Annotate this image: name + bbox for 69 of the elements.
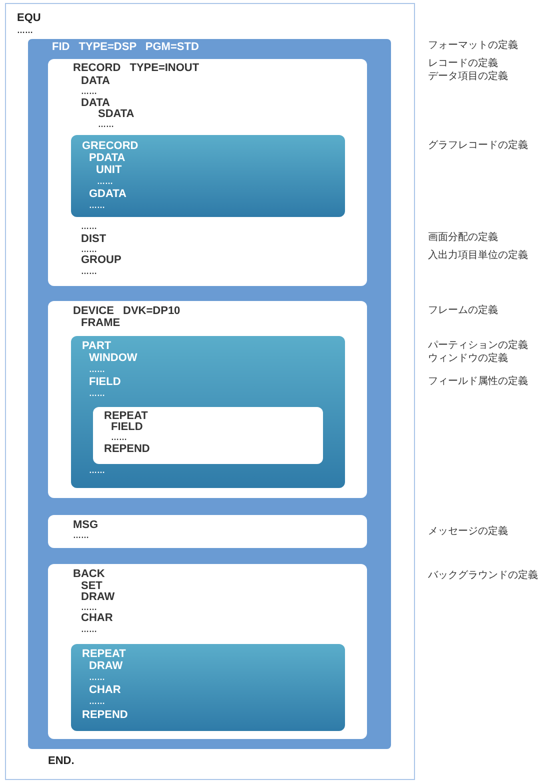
ellipsis-text: …… [89, 467, 105, 475]
repeat-block [71, 336, 345, 488]
description-text: フィールド属性の定義 [428, 377, 528, 387]
keyword-text: EQU [17, 13, 41, 24]
ellipsis-text: …… [89, 366, 105, 374]
keyword-text: END. [48, 756, 74, 767]
keyword-text: FIELD [89, 377, 121, 388]
ellipsis-text: …… [89, 698, 105, 706]
keyword-text: REPEND [104, 444, 150, 455]
keyword-text: GROUP [81, 255, 122, 266]
ellipsis-text: …… [89, 674, 105, 682]
ellipsis-text: …… [98, 121, 114, 129]
keyword-text: GDATA [89, 189, 126, 200]
description-text: フォーマットの定義 [428, 41, 518, 51]
ellipsis-text: …… [111, 434, 127, 442]
keyword-text: SDATA [98, 109, 134, 120]
format-panel [28, 39, 391, 749]
keyword-text: RECORD TYPE=INOUT [73, 63, 200, 74]
description-text: 入出力項目単位の定義 [428, 251, 528, 261]
description-text: メッセージの定義 [428, 527, 508, 537]
ellipsis-text: …… [73, 532, 89, 540]
ellipsis-text: …… [89, 202, 105, 210]
keyword-text: FID TYPE=DSP PGM=STD [52, 42, 199, 53]
ellipsis-text: …… [81, 626, 97, 634]
keyword-text: WINDOW [89, 353, 138, 364]
keyword-text: DATA [81, 98, 110, 109]
keyword-text: PART [82, 341, 112, 352]
keyword-text: DIST [81, 234, 106, 245]
ellipsis-text: …… [89, 390, 105, 398]
ellipsis-text: …… [81, 268, 97, 276]
definition-box [48, 301, 367, 498]
ellipsis-text: …… [81, 223, 97, 231]
definition-box [48, 59, 367, 286]
keyword-text: GRECORD [82, 141, 138, 152]
ellipsis-text: …… [81, 88, 97, 96]
ellipsis-text: …… [81, 246, 97, 254]
keyword-text: REPEAT [104, 411, 148, 422]
definition-box [48, 515, 367, 548]
keyword-text: DATA [81, 76, 110, 87]
keyword-text: BACK [73, 569, 105, 580]
description-text: フレームの定義 [428, 306, 498, 316]
ellipsis-text: …… [17, 27, 33, 35]
description-text: ウィンドウの定義 [428, 354, 508, 364]
outer-frame [5, 3, 415, 780]
repeat-block [71, 135, 345, 217]
ellipsis-text: …… [81, 604, 97, 612]
keyword-text: PDATA [89, 153, 126, 164]
keyword-text: SET [81, 581, 102, 592]
description-text: グラフレコードの定義 [428, 141, 528, 151]
description-text: パーティションの定義 [428, 341, 528, 351]
keyword-text: FIELD [111, 422, 143, 433]
description-text: データ項目の定義 [428, 72, 508, 82]
keyword-text: DRAW [89, 661, 123, 672]
keyword-text: CHAR [81, 613, 113, 624]
keyword-text: REPEND [82, 710, 128, 721]
description-text: レコードの定義 [428, 59, 498, 69]
keyword-text: CHAR [89, 685, 121, 696]
keyword-text: DEVICE DVK=DP10 [73, 306, 180, 317]
definition-box [93, 407, 323, 464]
keyword-text: REPEAT [82, 649, 126, 660]
keyword-text: UNIT [96, 165, 122, 176]
keyword-text: FRAME [81, 318, 120, 329]
keyword-text: DRAW [81, 592, 115, 603]
ellipsis-text: …… [97, 178, 113, 186]
description-text: バックグラウンドの定義 [428, 571, 538, 581]
description-text: 画面分配の定義 [428, 233, 498, 243]
repeat-block [71, 644, 345, 731]
keyword-text: MSG [73, 520, 98, 531]
definition-box [48, 564, 367, 739]
